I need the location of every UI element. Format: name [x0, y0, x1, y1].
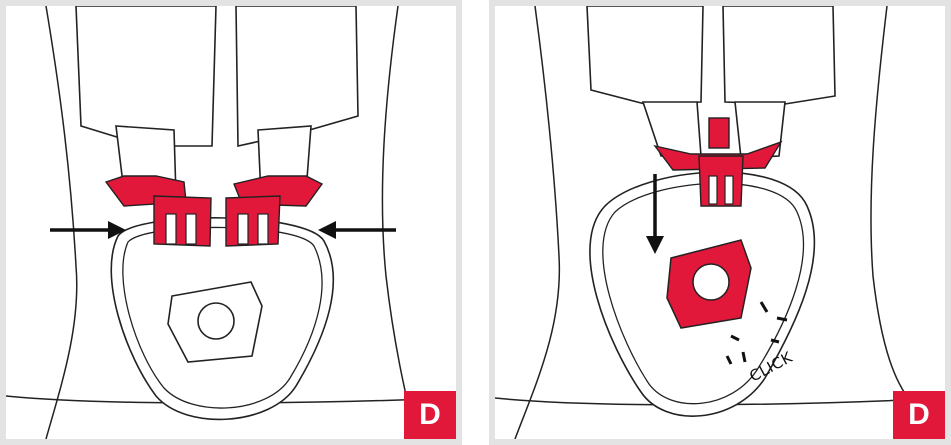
buckle-tongues-joined — [653, 117, 783, 207]
arrow-down-icon — [646, 174, 664, 254]
harness-straps — [586, 6, 836, 159]
step-badge: D — [893, 391, 945, 439]
harness-straps — [75, 6, 359, 197]
instruction-panel-right: CLICK D — [489, 0, 951, 445]
step-badge: D — [404, 391, 456, 439]
buckle-tongue-left — [104, 175, 212, 247]
buckle-base — [167, 281, 263, 363]
buckle-click-illustration: CLICK — [495, 6, 945, 439]
buckle-base-engaged — [666, 239, 752, 329]
instruction-panel-left: D — [0, 0, 462, 445]
buckle-squeeze-illustration — [6, 6, 456, 439]
arrow-left-icon — [318, 221, 396, 239]
arrow-right-icon — [50, 221, 126, 239]
click-burst-icon — [725, 301, 788, 365]
buckle-tongue-right — [225, 175, 324, 247]
